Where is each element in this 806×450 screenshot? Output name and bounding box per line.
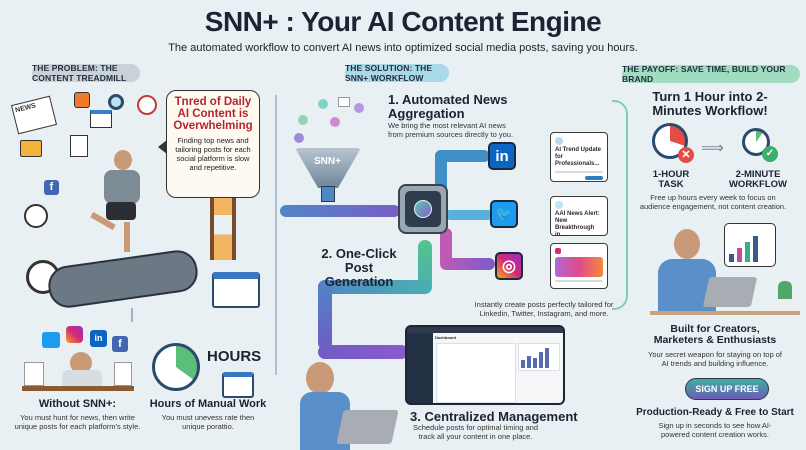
bubble-title: Tnred of Daily AI Content is Overwhelmin… [173,96,253,132]
instagram-icon: ◎ [495,252,523,280]
arrow-right-icon: ⟹ [701,140,724,157]
frustrated-man-illustration [300,360,405,450]
folder-icon [20,140,42,157]
bubble-text: Finding top news and tailoring posts for… [175,136,251,172]
dashboard-mockup: Dashboard [405,325,565,405]
rss-icon [74,92,90,108]
pipe-to-dashboard [318,345,408,359]
twitter-icon: 🐦 [490,200,518,228]
pipe-linkedin-h [435,150,490,162]
built-for-title: Built for Creators, Marketers & Enthusia… [653,323,777,346]
page-title: SNN+ : Your AI Content Engine [204,6,602,37]
divider-left [275,95,277,375]
down-arrow-icon [131,308,133,322]
two-minute-workflow-label: 2-MINUTE WORKFLOW [728,169,788,190]
runner-illustration [90,150,150,260]
step1-title: 1. Automated News Aggregation [388,92,508,121]
twitter-glyph: 🐦 [495,206,513,221]
growth-chart-bubble [724,223,776,267]
snn-funnel [295,148,361,188]
linkedin-post-card: AI Trend Update for Professionals... [550,132,608,182]
pipe-twitter [445,210,493,220]
without-snn-text: You must hunt for news, then write uniqu… [14,413,141,431]
pipe-curve [318,280,432,294]
dashboard-calendar [436,343,516,403]
creator-illustration [650,223,800,317]
search-icon [108,94,124,110]
document-icon [70,135,88,157]
dashboard-title: Dashboard [435,335,456,340]
solution-section-pill: THE SOLUTION: THE SNN+ WORKFLOW [345,63,449,83]
page-subtitle: The automated workflow to convert AI new… [168,42,638,54]
step3-text: Schedule posts for optimal timing and tr… [412,423,539,441]
plant-icon [778,281,792,311]
dashboard-content: Dashboard [433,333,563,403]
stressed-person-illustration: in f [20,326,135,392]
chat-doc-icon [90,110,112,128]
one-hour-task-label: 1-HOUR TASK [652,169,690,190]
twitter-post-text: AAI News Alert: New Breakthrough in... [555,211,600,238]
check-mark-icon: ✓ [762,146,778,162]
step3-title: 3. Centralized Management [410,409,578,424]
one-hour-stopwatch-icon: ✕ [652,123,694,163]
dashboard-chart [518,343,560,371]
step2-text: Instantly create posts perfectly tailore… [474,300,614,318]
two-minute-stopwatch-icon: ✓ [742,128,778,162]
stopwatch-icon [152,343,200,391]
dashboard-sidebar [407,333,433,403]
news-sources-spray [290,95,370,145]
news-paper-icon: NEWS [10,95,58,135]
hours-label: HOURS [207,348,262,365]
manual-work-title: Hours of Manual Work [149,398,267,410]
instagram-post-image [555,257,603,277]
calendar-small-icon [222,372,254,398]
linkedin-post-text: AI Trend Update for Professionals... [555,147,602,167]
calendar-icon [212,272,260,308]
pipe-instagram-h [440,258,495,270]
treadmill-illustration [45,247,201,311]
free-up-text: Free up hours every week to focus on aud… [639,193,787,211]
twitter-post-card: AAI News Alert: New Breakthrough in... [550,196,608,238]
stopwatch-magnify-icon [24,204,48,228]
facebook-icon: f [44,180,59,195]
hourglass-icon [210,196,236,260]
bubble-tail [158,140,167,154]
linkedin-glyph: in [495,147,509,165]
payoff-section-pill: THE PAYOFF: SAVE TIME, BUILD YOUR BRAND [622,64,800,84]
payoff-headline: Turn 1 Hour into 2-Minutes Workflow! [652,89,768,118]
sign-up-free-button[interactable]: SIGN UP FREE [685,378,769,400]
step2-title: 2. One-Click Post Generation [321,246,397,289]
divider-right-bracket [612,100,628,310]
news-label: NEWS [14,102,37,115]
manual-work-text: You must unevess rate then unique poratt… [161,413,255,431]
production-ready-title: Production-Ready & Free to Start [636,407,794,418]
x-mark-icon: ✕ [678,147,694,163]
pipe-down-blue [318,280,332,350]
problem-section-pill: THE PROBLEM: THE CONTENT TREADMILL [32,63,140,83]
funnel-label: SNN+ [314,156,341,167]
clock-alert-icon [137,95,157,115]
pipe-down-green [418,240,432,290]
production-ready-text: Sign up in seconds to see how AI-powered… [658,421,772,439]
snn-processor-box [398,184,448,234]
pipe-input [280,205,400,217]
generate-icon [414,200,432,218]
instagram-post-card [550,243,608,289]
instagram-glyph: ◎ [502,258,516,275]
linkedin-icon: in [488,142,516,170]
without-snn-title: Without SNN+: [38,398,117,410]
problem-speech-bubble: Tnred of Daily AI Content is Overwhelmin… [166,90,260,198]
built-for-text: Your secret weapon for staying on top of… [648,350,782,368]
step1-text: We bring the most relevant AI news from … [388,121,514,139]
funnel-spout [321,186,335,202]
